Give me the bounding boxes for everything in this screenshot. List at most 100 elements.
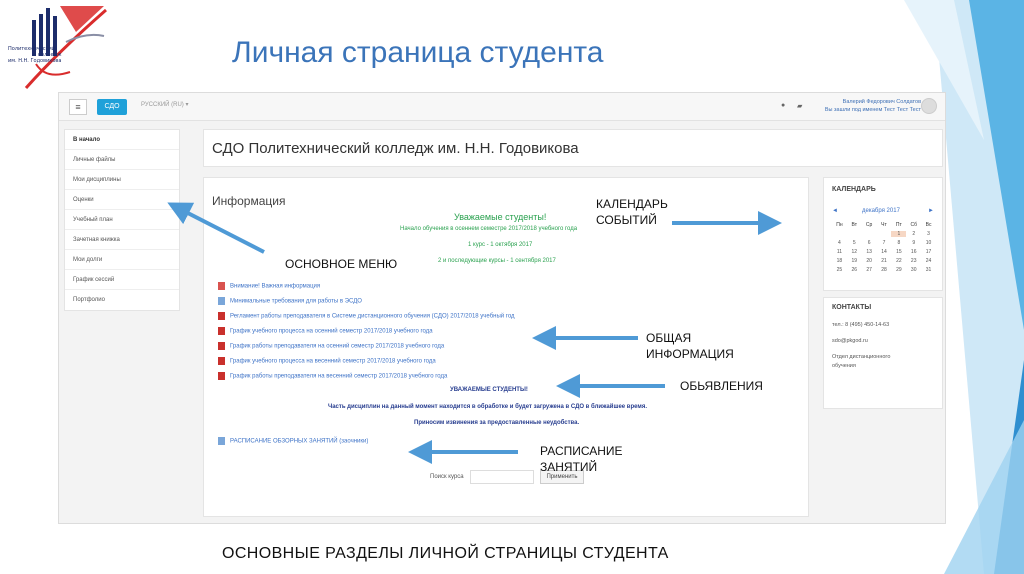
calendar-day[interactable]: 25: [836, 267, 843, 273]
calendar-day[interactable]: 24: [925, 258, 932, 264]
prev-month-icon[interactable]: ◄: [832, 208, 838, 214]
calendar-day[interactable]: 17: [925, 249, 932, 255]
calendar-day[interactable]: 14: [881, 249, 887, 255]
user-menu[interactable]: Валерий Федорович Солдатов Вы зашли под …: [809, 98, 921, 114]
language-selector[interactable]: РУССКИЙ (RU) ▾: [141, 102, 189, 108]
pdf-icon: [218, 327, 225, 335]
calendar-day[interactable]: 12: [851, 249, 858, 255]
calendar-day[interactable]: 2: [912, 231, 916, 237]
contacts-heading: КОНТАКТЫ: [832, 304, 872, 311]
calendar-weekday: Вс: [925, 222, 932, 228]
sidebar-item-courses[interactable]: Мои дисциплины: [65, 170, 179, 190]
calendar-day[interactable]: 10: [925, 240, 932, 246]
calendar-heading: КАЛЕНДАРЬ: [832, 186, 876, 193]
calendar-day[interactable]: 3: [927, 231, 930, 237]
file-link-autumn-process[interactable]: График учебного процесса на осенний семе…: [218, 327, 433, 337]
avatar[interactable]: [921, 98, 937, 114]
hamburger-menu-button[interactable]: ≡: [69, 99, 87, 115]
pdf-icon: [218, 342, 225, 350]
calendar-weekday: Сб: [910, 222, 917, 228]
calendar-month: декабря 2017: [862, 208, 900, 214]
calendar-day[interactable]: 30: [910, 267, 917, 273]
calendar-day[interactable]: 6: [867, 240, 871, 246]
slide-title: Личная страница студента: [232, 36, 604, 69]
sidebar-item-files[interactable]: Личные файлы: [65, 150, 179, 170]
arrow-to-menu: [167, 202, 265, 254]
calendar-day[interactable]: 20: [866, 258, 872, 264]
calendar-day[interactable]: 11: [836, 249, 843, 255]
file-link-spring-teacher[interactable]: График работы преподавателя на весенний …: [218, 372, 447, 382]
file-link-autumn-teacher[interactable]: График работы преподавателя на осенний с…: [218, 342, 444, 352]
calendar-day[interactable]: 5: [852, 240, 856, 246]
calendar-weekday: Чт: [881, 222, 887, 228]
next-month-icon[interactable]: ►: [928, 208, 934, 214]
course-search-label: Поиск курса: [430, 474, 464, 480]
bell-icon[interactable]: ●: [781, 102, 786, 109]
calendar-day[interactable]: 7: [882, 240, 886, 246]
calendar-day[interactable]: 1: [891, 231, 907, 237]
college-logo: Политехнический колледж им. Н.Н. Годовик…: [6, 2, 110, 90]
slide-caption: ОСНОВНЫЕ РАЗДЕЛЫ ЛИЧНОЙ СТРАНИЦЫ СТУДЕНТ…: [222, 545, 669, 562]
calendar-day[interactable]: 16: [910, 249, 917, 255]
sdo-home-button[interactable]: СДО: [97, 99, 127, 115]
calendar-day[interactable]: 22: [896, 258, 902, 264]
greeting-text: Уважаемые студенты!: [454, 212, 547, 222]
file-link-regulations[interactable]: Регламент работы преподавателя в Системе…: [218, 312, 515, 322]
sidebar-item-debts[interactable]: Мои долги: [65, 250, 179, 270]
calendar-day[interactable]: 23: [910, 258, 917, 264]
decorative-shapes: [784, 0, 1024, 574]
course-search-input[interactable]: [470, 470, 534, 484]
calendar-day[interactable]: 27: [866, 267, 872, 273]
calendar-weekday: Пн: [836, 222, 843, 228]
annotation-main-menu: ОСНОВНОЕ МЕНЮ: [285, 257, 398, 271]
calendar-day[interactable]: 26: [851, 267, 858, 273]
contact-phone: тел.: 8 (495) 450-14-63: [832, 322, 890, 328]
calendar-day[interactable]: 13: [866, 249, 872, 255]
calendar-weekday: Ср: [865, 222, 873, 228]
sidebar-item-sessions[interactable]: График сессий: [65, 270, 179, 290]
sidebar-item-portfolio[interactable]: Портфолио: [73, 297, 105, 303]
calendar-day[interactable]: 28: [881, 267, 887, 273]
course-search-button[interactable]: Применить: [540, 470, 584, 484]
calendar-day[interactable]: 9: [912, 240, 916, 246]
announcement-text: Часть дисциплин на данный момент находит…: [328, 404, 648, 410]
pdf-icon: [218, 357, 225, 365]
calendar-day[interactable]: 19: [851, 258, 858, 264]
chat-icon[interactable]: ▰: [797, 103, 803, 110]
document-icon: [218, 297, 225, 305]
calendar-weekday: Пт: [895, 222, 902, 228]
calendar-weekday: Вт: [851, 222, 857, 228]
sidebar-item-grades[interactable]: Оценки: [65, 190, 179, 210]
calendar-day[interactable]: 15: [896, 249, 902, 255]
calendar-day[interactable]: 4: [838, 240, 841, 246]
annotation-ads: ОБЬЯВЛЕНИЯ: [680, 379, 763, 393]
sidebar-item-record-book[interactable]: Зачетная книжка: [65, 230, 179, 250]
sidebar-item-plan[interactable]: Учебный план: [65, 210, 179, 230]
first-year-date: 1 курс - 1 октября 2017: [468, 242, 533, 248]
main-menu-sidebar: В начало Личные файлы Мои дисциплины Оце…: [64, 129, 180, 311]
contact-dept-line1: Отдел дистанционного: [832, 354, 891, 360]
contact-email[interactable]: sdo@pkgod.ru: [832, 338, 868, 344]
top-navbar: ≡ СДО РУССКИЙ (RU) ▾ ● ▰ Валерий Федоров…: [59, 93, 945, 121]
announcement-title: УВАЖАЕМЫЕ СТУДЕНТЫ!: [450, 387, 528, 393]
sidebar-item-home[interactable]: В начало: [65, 130, 179, 150]
other-years-date: 2 и последующие курсы - 1 сентября 2017: [438, 258, 556, 264]
user-status: Вы зашли под именем Тест Тест Тест: [824, 107, 921, 113]
calendar-day[interactable]: 31: [925, 267, 932, 273]
schedule-link[interactable]: РАСПИСАНИЕ ОБЗОРНЫХ ЗАНЯТИЙ (заочники): [218, 437, 368, 445]
calendar-day[interactable]: 18: [836, 258, 843, 264]
file-link-important[interactable]: Внимание! Важная информация: [218, 282, 320, 292]
calendar-day[interactable]: 21: [881, 258, 887, 264]
calendar-day[interactable]: 8: [897, 240, 901, 246]
announcement-apology: Приносим извинения за предоставленные не…: [414, 420, 580, 426]
semester-start-text: Начало обучения в осеннем семестре 2017/…: [400, 226, 578, 232]
file-link-spring-process[interactable]: График учебного процесса на весенний сем…: [218, 357, 436, 367]
info-heading: Информация: [212, 194, 286, 208]
file-link-requirements[interactable]: Минимальные требования для работы в ЭСДО: [218, 297, 362, 307]
calendar-day[interactable]: 29: [896, 267, 902, 273]
logo-text: Политехнический колледж им. Н.Н. Годовик…: [8, 46, 62, 64]
contacts-block: КОНТАКТЫ тел.: 8 (495) 450-14-63 sdo@pkg…: [823, 297, 943, 409]
